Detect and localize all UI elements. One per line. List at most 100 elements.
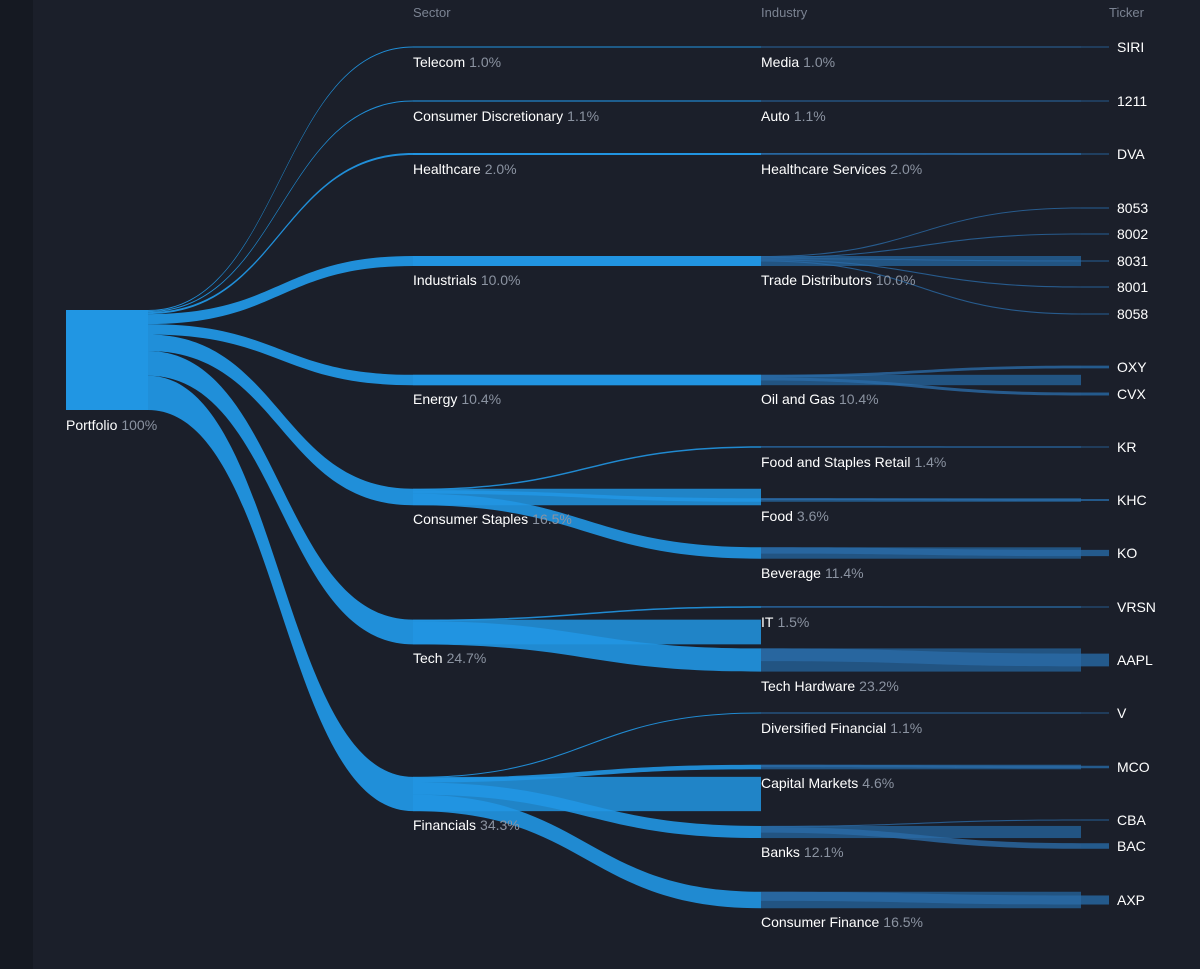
ticker-node: [1081, 499, 1109, 501]
header-industry: Industry: [761, 5, 808, 20]
sector-label-name: Telecom: [413, 53, 466, 70]
portfolio-node: [66, 310, 148, 410]
ticker-node: [1081, 233, 1109, 235]
portfolio-name: Portfolio: [66, 417, 118, 433]
ticker-node: [1081, 100, 1109, 102]
ticker-label: AAPL: [1117, 652, 1153, 668]
sector-label-name: Consumer Staples: [413, 511, 529, 528]
ticker-label: 8053: [1117, 200, 1149, 216]
ticker-node: [1081, 446, 1109, 448]
ticker-label: 8001: [1117, 279, 1149, 295]
ticker-label: KHC: [1117, 492, 1147, 508]
ticker-label: CVX: [1117, 386, 1146, 402]
industry-label-name: Trade Distributors: [761, 272, 872, 288]
sector-label-name: Tech: [413, 650, 443, 667]
ticker-label: VRSN: [1117, 599, 1156, 615]
flow-industry-ticker-2: [761, 153, 1081, 155]
ticker-node: [1081, 549, 1109, 557]
sector-label-name: Industrials: [413, 272, 477, 288]
flow-sector-industry-4: [413, 374, 761, 386]
flow-industry-ticker-0: [761, 46, 1081, 48]
ticker-node: [1081, 153, 1109, 155]
flow-portfolio-5: [148, 334, 413, 506]
industry-label-name: Oil and Gas: [761, 391, 835, 408]
industry-label-pct: 1.1%: [793, 107, 826, 124]
industry-label-pct: 1.0%: [803, 53, 836, 70]
ticker-label: 1211: [1117, 93, 1148, 109]
flow-industry-ticker-15: [761, 712, 1081, 714]
ticker-node: [1081, 843, 1109, 849]
industry-label-name: Consumer Finance: [761, 914, 880, 931]
sector-label-name: Healthcare: [413, 161, 481, 177]
sector-label-pct: 2.0%: [484, 161, 517, 177]
industry-label-pct: 1.4%: [914, 453, 947, 470]
sector-label-pct: 16.5%: [532, 511, 572, 528]
flow-sector-industry-10: [413, 712, 761, 778]
industry-label-pct: 10.4%: [838, 391, 879, 408]
sector-label-pct: 24.7%: [446, 650, 487, 667]
flow-industry-ticker-9: [761, 377, 1081, 396]
industry-label-name: IT: [761, 613, 774, 630]
flow-portfolio-3: [148, 256, 413, 325]
sector-label-pct: 34.3%: [480, 817, 520, 834]
ticker-label: 8031: [1117, 253, 1149, 269]
ticker-label: 8058: [1117, 306, 1149, 322]
ticker-label: CBA: [1117, 812, 1146, 828]
flow-industry-ticker-18: [761, 827, 1081, 849]
flow-industry-ticker-3: [761, 207, 1081, 258]
industry-label-name: Tech Hardware: [761, 677, 856, 694]
header-sector: Sector: [413, 5, 451, 20]
flow-industry-ticker-17: [761, 819, 1081, 828]
ticker-label: 8002: [1117, 226, 1149, 242]
ticker-node: [1081, 653, 1109, 667]
industry-label-pct: 1.1%: [890, 719, 923, 736]
industry-label-name: Healthcare Services: [761, 161, 887, 177]
ticker-node: [1081, 207, 1109, 209]
flow-sector-industry-1: [413, 100, 761, 102]
flow-industry-ticker-8: [761, 365, 1081, 378]
sector-label-pct: 10.0%: [480, 272, 521, 288]
ticker-node: [1081, 895, 1109, 905]
ticker-node: [1081, 819, 1109, 821]
industry-node: [761, 374, 1081, 386]
sector-label-pct: 1.1%: [567, 107, 600, 124]
left-edge-strip: [0, 0, 33, 969]
flow-industry-ticker-11: [761, 498, 1081, 501]
industry-label-name: Capital Markets: [761, 775, 859, 792]
flow-portfolio-0: [148, 46, 413, 311]
flow-portfolio-6: [148, 351, 413, 645]
ticker-label: MCO: [1117, 759, 1150, 775]
flow-industry-ticker-12: [761, 547, 1081, 557]
industry-label-name: Food and Staples Retail: [761, 453, 911, 470]
flow-portfolio-2: [148, 153, 413, 315]
flow-sector-industry-11: [413, 764, 761, 783]
ticker-label: BAC: [1117, 838, 1146, 854]
ticker-node: [1081, 392, 1109, 396]
flow-industry-ticker-7: [761, 260, 1081, 315]
ticker-node: [1081, 712, 1109, 714]
ticker-node: [1081, 606, 1109, 608]
industry-node: [761, 256, 1081, 266]
ticker-node: [1081, 365, 1109, 369]
sector-label-pct: 10.4%: [461, 391, 502, 408]
flow-industry-ticker-6: [761, 259, 1081, 288]
ticker-node: [1081, 765, 1109, 769]
flow-industry-ticker-10: [761, 446, 1081, 448]
header-ticker: Ticker: [1109, 5, 1144, 20]
flow-sector-industry-6: [413, 490, 761, 502]
flow-sector-industry-12: [413, 782, 761, 839]
